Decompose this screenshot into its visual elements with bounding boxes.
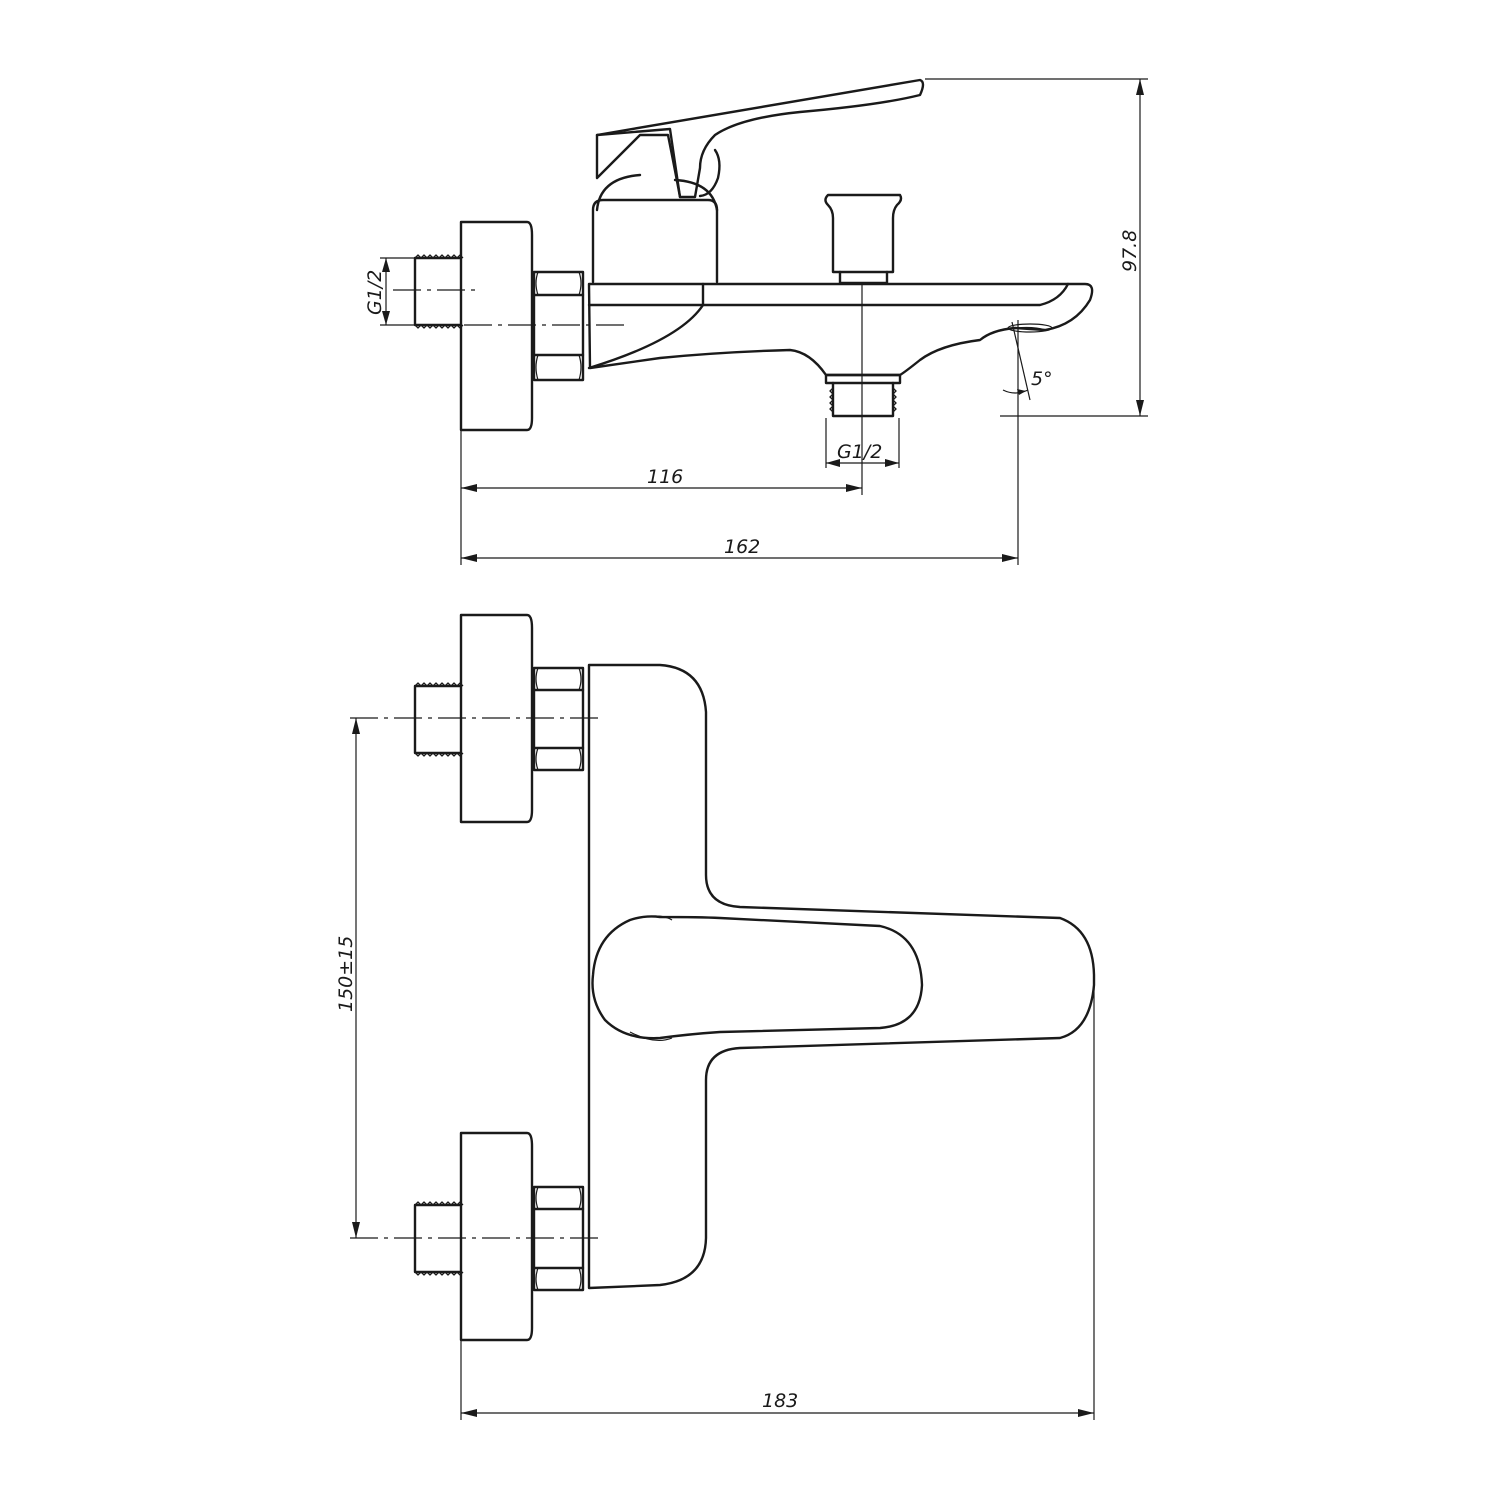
side-cartridge-body bbox=[591, 198, 719, 284]
front-view: 150±15 183 bbox=[335, 613, 1096, 1420]
side-cartridge-dome bbox=[595, 173, 719, 212]
front-main-body bbox=[587, 663, 1096, 1290]
dim-total-width-label: 183 bbox=[762, 1390, 798, 1412]
dim-center-distance-label: 150±15 bbox=[335, 936, 357, 1012]
front-lever bbox=[591, 915, 924, 1040]
dim-height-label: 97.8 bbox=[1119, 230, 1141, 272]
side-view: 97.8 G1/2 G1/2 116 162 5° bbox=[364, 78, 1148, 565]
side-lever-handle bbox=[595, 78, 925, 199]
side-outlet-thread bbox=[824, 373, 902, 418]
front-lower-flange bbox=[459, 1131, 534, 1342]
dim-inlet-thread-label: G1/2 bbox=[364, 270, 386, 315]
side-inlet-thread bbox=[413, 254, 464, 329]
front-lower-nut bbox=[532, 1185, 585, 1292]
side-spout-body bbox=[587, 282, 1094, 377]
front-upper-thread bbox=[413, 682, 464, 757]
side-aerator bbox=[1007, 323, 1053, 333]
dim-outlet-offset-label: 116 bbox=[647, 466, 683, 488]
side-wall-flange bbox=[459, 220, 534, 432]
dim-angle-label: 5° bbox=[1031, 368, 1053, 390]
side-diverter-knob bbox=[824, 193, 903, 274]
side-hex-nut bbox=[532, 270, 585, 382]
front-upper-flange bbox=[459, 613, 534, 824]
front-upper-nut bbox=[532, 666, 585, 772]
dim-outlet-thread-label: G1/2 bbox=[837, 441, 882, 463]
dim-total-depth-label: 162 bbox=[724, 536, 760, 558]
